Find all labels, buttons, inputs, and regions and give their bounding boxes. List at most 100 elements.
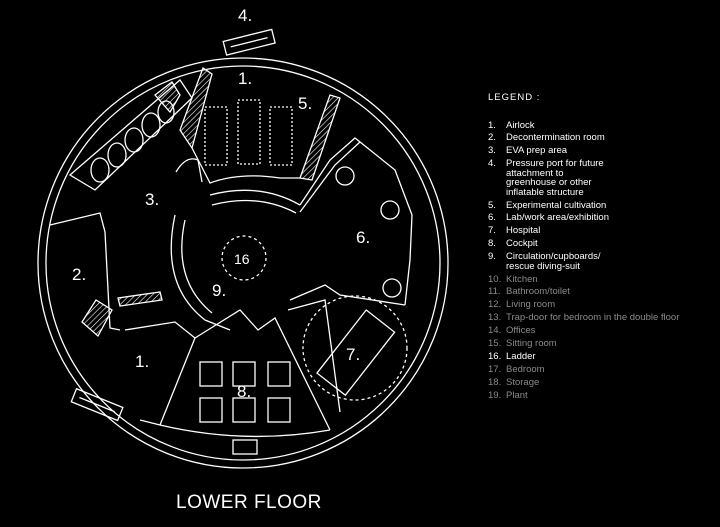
airlock-door [70,387,124,422]
lab-porthole [382,278,402,298]
zone-label-1-top: 1. [238,69,252,88]
room-2-wall [49,212,121,331]
zone-label-2: 2. [72,265,86,284]
legend-item: 15. Sitting room [488,339,718,349]
legend-item-number: 4. [488,158,496,170]
legend-heading: LEGEND : [488,92,541,103]
circulation-top-inner [211,199,297,214]
pressure-port [222,28,276,56]
cockpit-front [159,424,331,438]
legend-item-number: 3. [488,145,496,157]
wall-segment [117,291,163,307]
zone-label-9: 9. [212,281,226,300]
legend-item-number: 2. [488,132,496,144]
legend-item-number: 6. [488,212,496,224]
legend-item-text: Ladder [506,350,536,362]
legend-item-number: 17. [488,363,502,375]
circulation-ring-inner [181,219,213,314]
legend-item: 5.Experimental cultivation [488,201,718,211]
zone-label-3: 3. [145,190,159,209]
legend-item-number: 11. [488,286,501,298]
zone-labels: 4. 1. 5. 3. 6. 16 2. 9. 7. 1. 8. [72,6,370,401]
legend-item: 14. Offices [488,326,718,336]
outer-wall [37,57,449,469]
legend-item-number: 15. [488,337,502,349]
legend-item-number: 14. [488,325,502,337]
cockpit-wall [194,309,331,431]
zone-label-7: 7. [346,345,360,364]
wall-segment [179,67,213,150]
wall-segment [81,299,113,338]
legend-item-number: 8. [488,238,496,250]
circulation-ring [170,214,231,331]
cockpit-seats [199,361,291,423]
legend-item-text: Lab/work area/exhibition [506,212,609,224]
lab-inner-wall [299,141,361,213]
legend-item-text: Bedroom [506,363,545,375]
cockpit-wall-left [159,337,196,426]
legend-item: 13.Trap-door for bedroom in the double f… [488,313,718,323]
legend-list: 1. Airlock 2. Decontermination room 3. EVA pr… [488,119,718,401]
zone-label-16: 16 [234,251,250,267]
legend-item-number: 1. [488,119,496,131]
door-swing [175,158,203,183]
legend-item-text: Circulation/cupboards/ rescue diving-sui… [506,251,601,272]
cockpit-hatch [232,439,258,455]
room-1-bottom-wall [124,321,196,339]
legend-item: 17. Bedroom [488,365,718,375]
room-1-bottom-wall-2 [139,419,161,426]
legend-item: 6. Lab/work area/exhibition [488,213,718,223]
zone-label-6: 6. [356,228,370,247]
hospital-wall [289,284,406,306]
legend-item-number: 9. [488,251,496,263]
legend-item-number: 18. [488,376,502,388]
legend-item-text: Kitchen [506,273,538,285]
legend-item-text: Airlock [506,119,535,131]
legend-item-text: EVA prep area [506,145,568,157]
hospital-bed [316,309,396,397]
hospital-wall-2 [287,299,341,413]
lab-porthole [335,166,355,186]
legend: LEGEND : 1. Airlock 2. Decontermination roo… [488,93,718,403]
legend-item-number: 5. [488,199,496,211]
legend-item: 4. Pressure port for future attachment to… [488,159,718,197]
legend-item-text: Sitting room [506,337,557,349]
legend-item: 9. Circulation/cupboards/ rescue diving-s… [488,252,718,271]
legend-item-number: 7. [488,225,496,237]
ladder [221,235,267,281]
floor-title: LOWER FLOOR [176,492,322,513]
legend-item-text: Living room [506,299,556,311]
legend-item-number: 16. [488,350,502,362]
legend-item-number: 19. [488,389,502,401]
zone-label-4: 4. [238,6,252,25]
legend-item: 19. Plant [488,391,718,401]
room-1-top-wall [191,147,300,184]
legend-item: 1. Airlock [488,119,718,131]
lab-porthole [380,200,400,220]
lab-wall [299,137,413,306]
legend-item: 7. Hospital [488,226,718,236]
legend-item-number: 13. [488,312,502,324]
zone-label-5: 5. [298,94,312,113]
legend-item-text: Storage [506,376,540,388]
zone-label-1-bottom: 1. [135,352,149,371]
zone-label-8: 8. [237,382,251,401]
circulation-top [209,189,301,206]
plant-rows [204,99,293,166]
legend-item: 2. Decontermination room [488,133,718,143]
legend-item: 10. Kitchen [488,275,718,285]
legend-item-text: Bathroom/toilet [506,286,570,298]
legend-item-number: 10. [488,273,502,285]
legend-item-text: Decontermination room [506,132,605,144]
legend-item: 3. EVA prep area [488,146,718,156]
legend-item-text: Offices [506,325,536,337]
wall-segment [299,94,341,181]
suit-lockers [68,79,193,191]
legend-item-text: Pressure port for future attachment to g… [506,158,604,198]
legend-item: 16. Ladder [488,352,718,362]
outer-wall-inner [45,65,441,461]
legend-item: 18. Storage [488,378,718,388]
legend-item-text: Plant [506,389,528,401]
legend-item-text: Hospital [506,225,541,237]
